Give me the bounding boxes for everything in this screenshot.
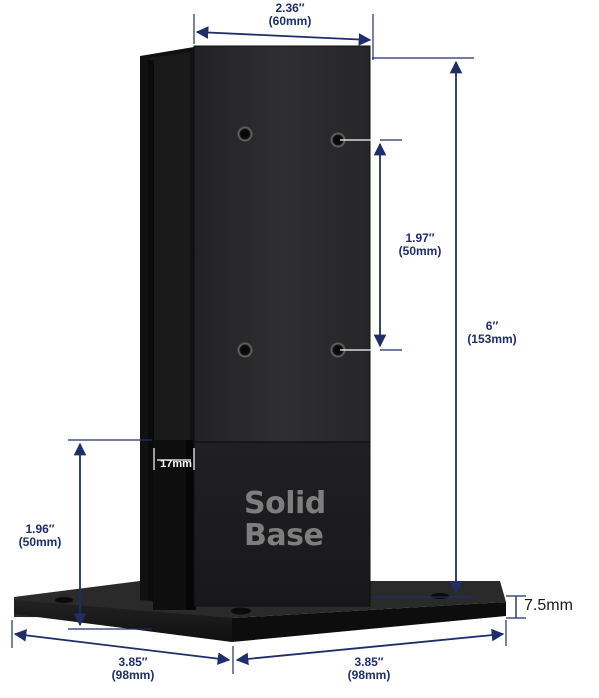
top-width-dimension-line [193,14,374,60]
base-length-left-metric: (98mm) [111,668,155,683]
screw-hole-bottom-left [236,341,254,359]
base-thickness-label: 7.5mm [524,597,599,615]
total-height-label: 6″ (153mm) [452,319,532,347]
slot-depth-label: 1.96″ (50mm) [0,522,80,550]
hole-spacing-label: 1.97″ (50mm) [380,231,460,259]
screw-hole-top-left [236,125,254,143]
screw-hole-bottom-right [329,341,347,359]
slot-width-label: 17mm [150,458,202,470]
base-length-right-label: 3.85″ (98mm) [324,655,414,683]
base-thickness-metric: 7.5mm [524,597,573,614]
mounting-hole-right [431,593,449,599]
post-front-face [193,45,371,607]
hole-spacing-dimension-line [340,139,402,351]
base-thickness-dimension-line [506,595,526,619]
slot-depth-imperial: 1.96″ [25,522,55,536]
top-width-metric: (60mm) [268,14,312,29]
top-width-imperial: 2.36″ [275,1,305,15]
mounting-hole-front-center [231,607,251,615]
base-length-left-imperial: 3.85″ [118,655,148,669]
solid-base-logo: Solid Base [244,488,354,551]
base-length-left-label: 3.85″ (98mm) [88,655,178,683]
base-length-right-metric: (98mm) [347,668,391,683]
base-length-right-imperial: 3.85″ [354,655,384,669]
slot-width-metric: 17mm [160,458,192,470]
hole-spacing-imperial: 1.97″ [405,231,435,245]
slot-depth-dimension-line [68,439,152,630]
dimension-lines [11,14,526,674]
top-width-label: 2.36″ (60mm) [250,1,330,29]
mounting-hole-front-left [55,597,73,603]
screw-hole-top-right [329,131,347,149]
logo-line-2: Base [244,517,324,553]
glass-slot [153,440,196,610]
screw-holes [236,125,347,359]
total-height-dimension-line [372,57,474,598]
base-length-dimension-lines [11,620,507,674]
slot-width-dimension-line [153,448,195,470]
slot-depth-metric: (50mm) [18,535,62,550]
total-height-metric: (153mm) [467,332,517,347]
hole-spacing-metric: (50mm) [398,244,442,259]
total-height-imperial: 6″ [485,319,499,333]
logo-line-1: Solid [244,486,326,521]
